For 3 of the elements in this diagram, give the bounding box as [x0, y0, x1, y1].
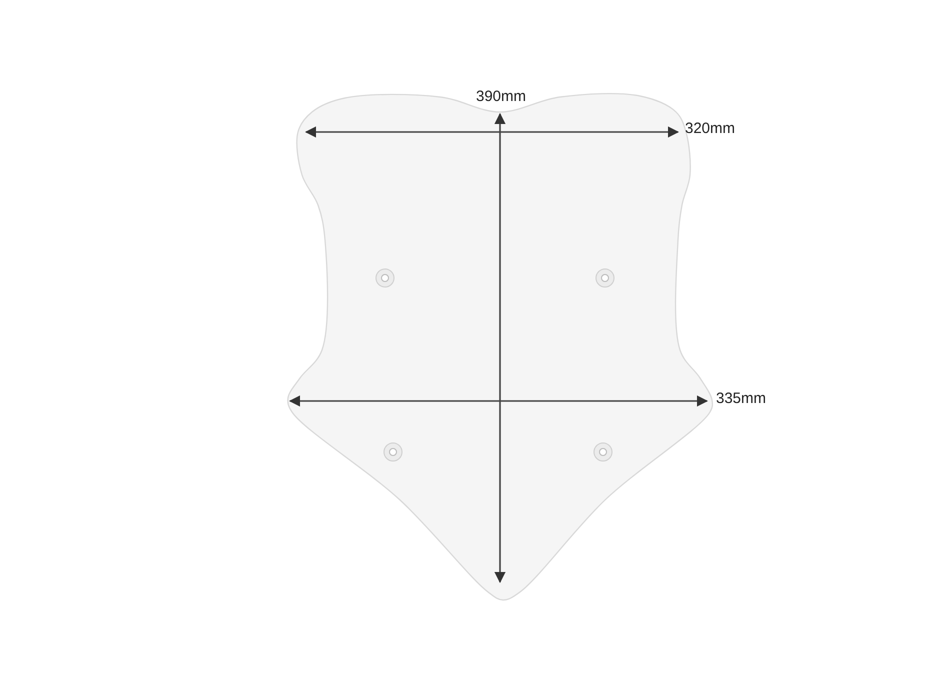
dimension-label: 335mm [716, 390, 766, 408]
dimension-label: 390mm [476, 88, 526, 106]
dimension-label: 320mm [685, 120, 736, 138]
